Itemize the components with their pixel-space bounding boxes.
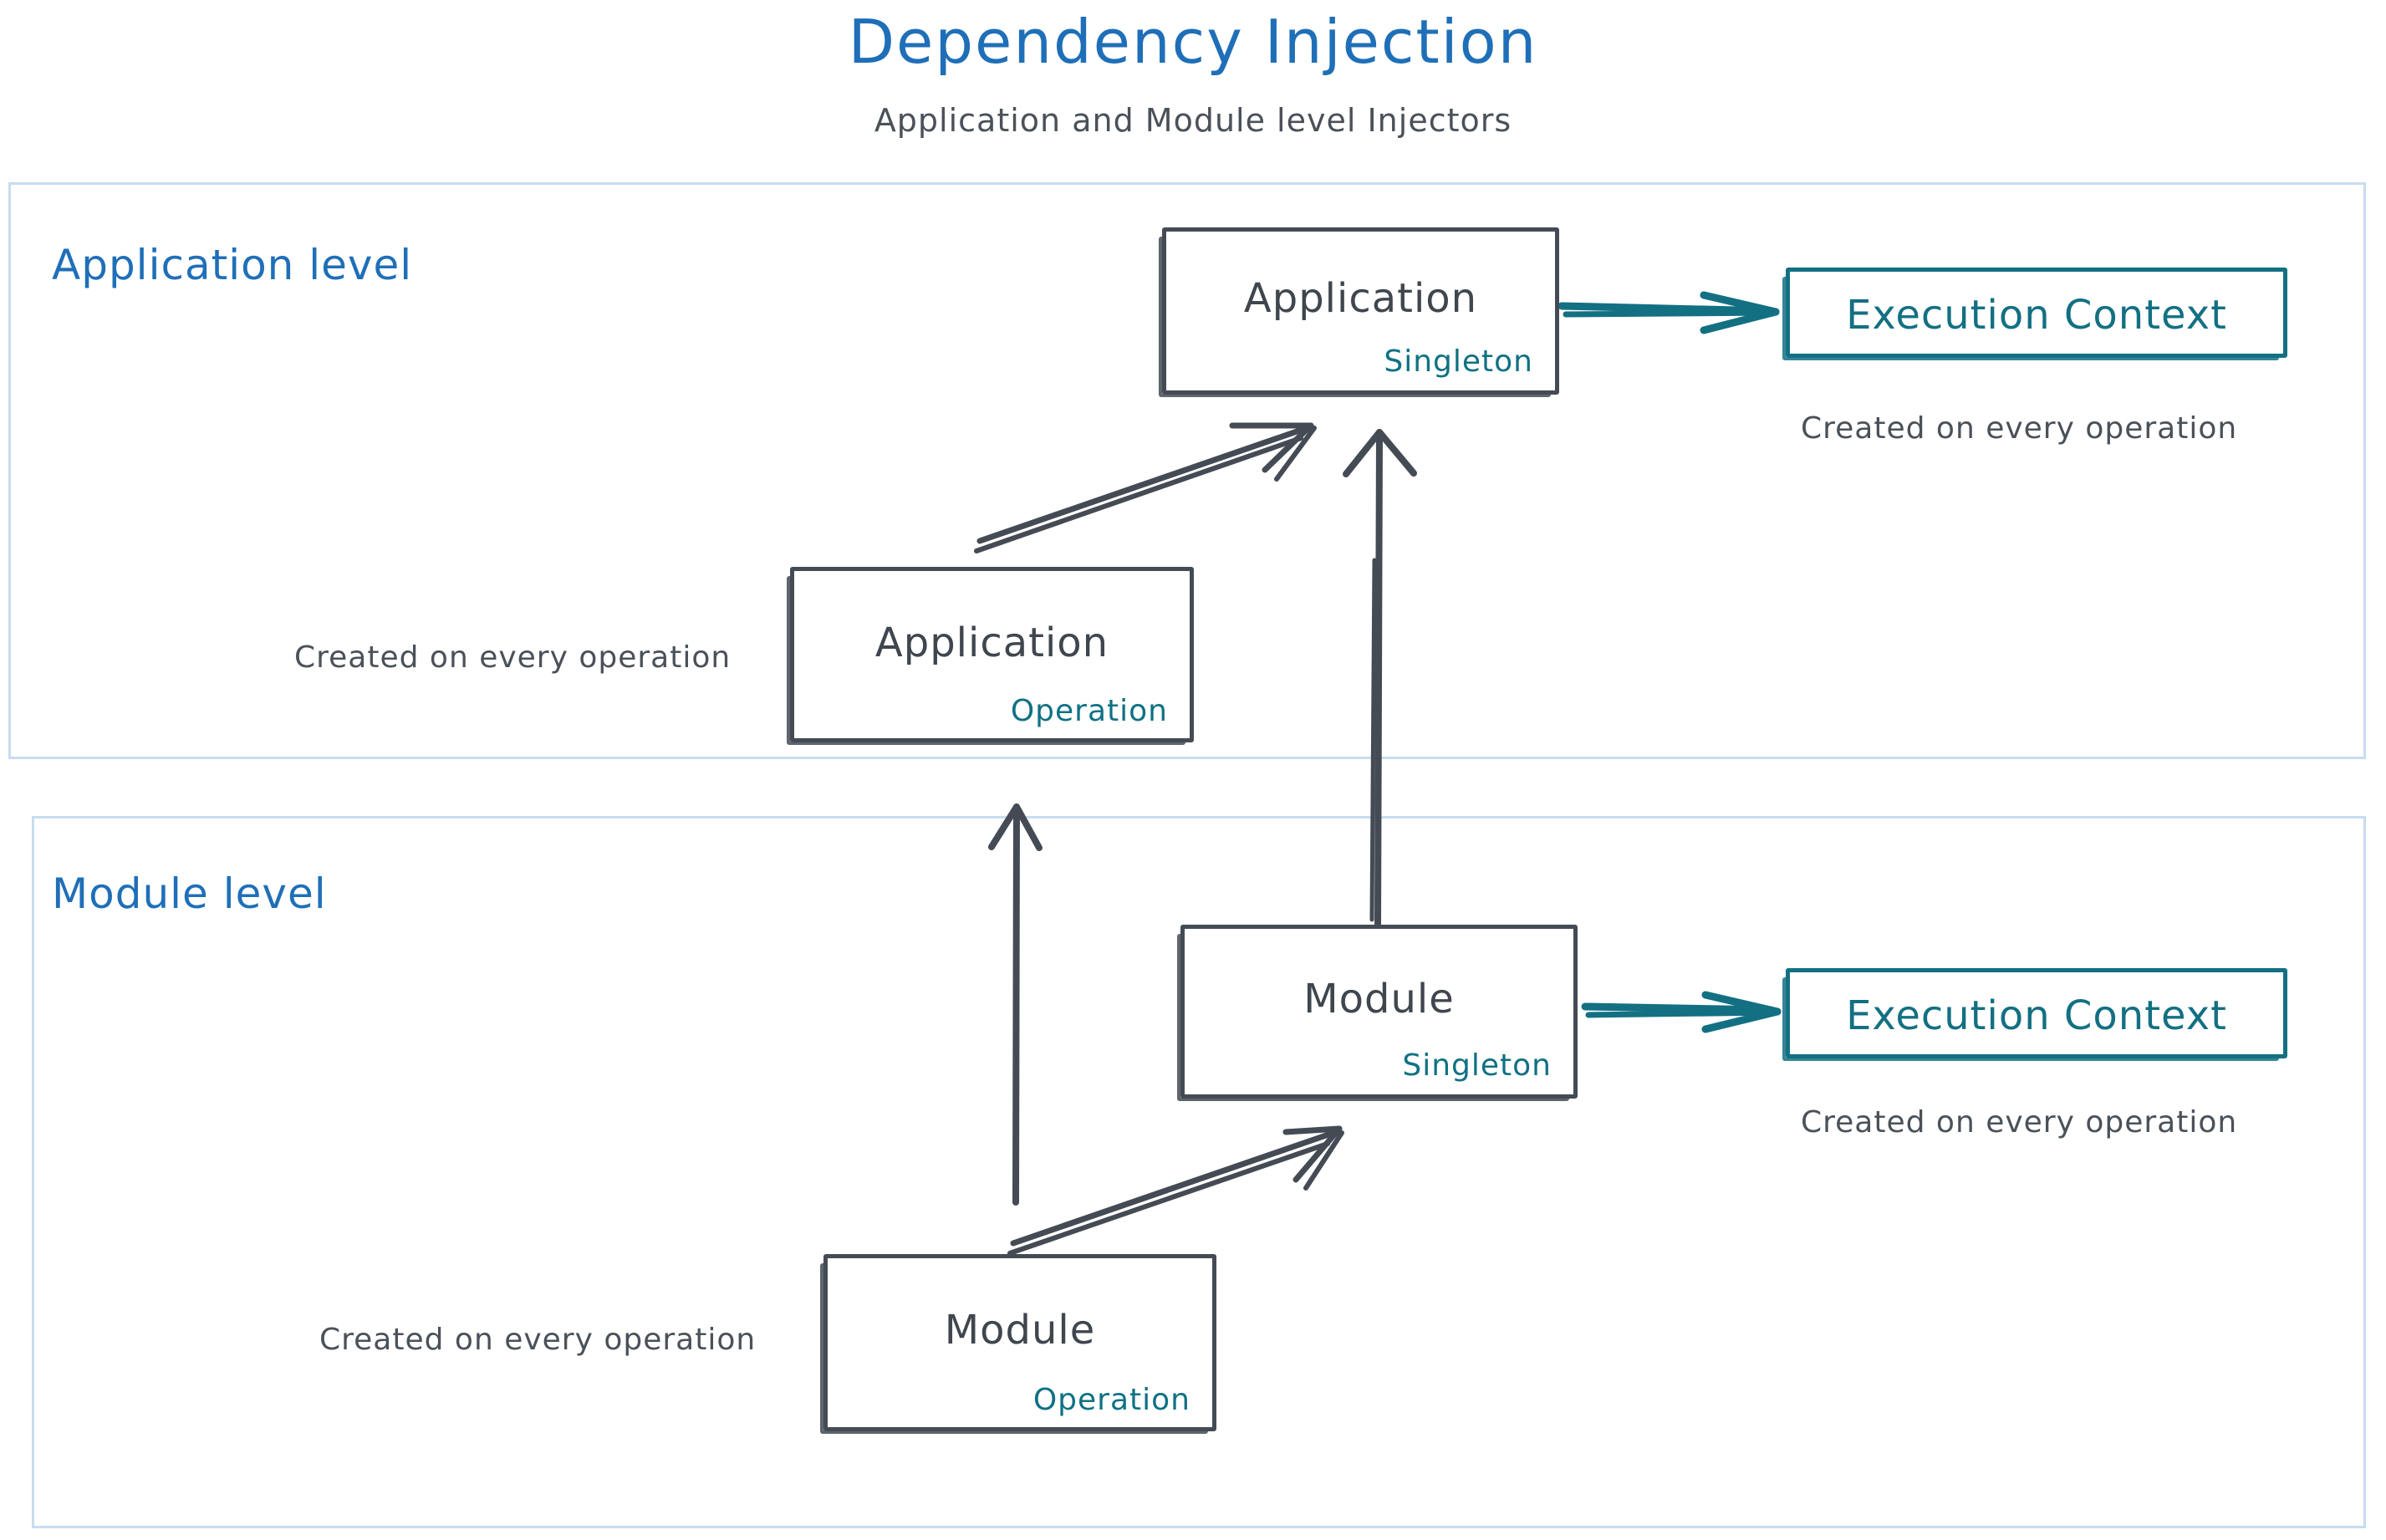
box-application-singleton-scope: Singleton [1384,344,1533,379]
page-title: Dependency Injection [848,7,1538,77]
box-application-operation[interactable]: Application Operation [787,567,1194,745]
box-execution-context-application-title: Execution Context [1846,292,2227,339]
box-application-operation-title: Application [874,620,1109,666]
box-application-singleton-title: Application [1243,275,1478,322]
page-subtitle: Application and Module level Injectors [874,102,1512,139]
box-application-singleton[interactable]: Application Singleton [1159,227,1559,397]
box-module-singleton[interactable]: Module Singleton [1177,925,1578,1101]
box-execution-context-application[interactable]: Execution Context [1782,268,2287,360]
caption-execution-context-application: Created on every operation [1801,411,2238,446]
box-module-operation[interactable]: Module Operation [820,1254,1216,1434]
box-execution-context-module-title: Execution Context [1846,992,2227,1039]
box-module-operation-scope: Operation [1032,1383,1190,1417]
box-module-operation-title: Module [944,1307,1096,1354]
panel-application-level [8,182,2366,759]
caption-application-operation: Created on every operation [294,640,732,675]
panel-label-module-level: Module level [52,869,327,918]
box-module-singleton-scope: Singleton [1402,1048,1552,1083]
panel-label-application-level: Application level [52,241,413,289]
panel-module-level [32,816,2366,1528]
box-application-operation-scope: Operation [1010,694,1168,728]
caption-execution-context-module: Created on every operation [1801,1105,2238,1140]
box-execution-context-module[interactable]: Execution Context [1782,968,2287,1061]
box-module-singleton-title: Module [1303,976,1455,1022]
caption-module-operation: Created on every operation [319,1323,757,1357]
